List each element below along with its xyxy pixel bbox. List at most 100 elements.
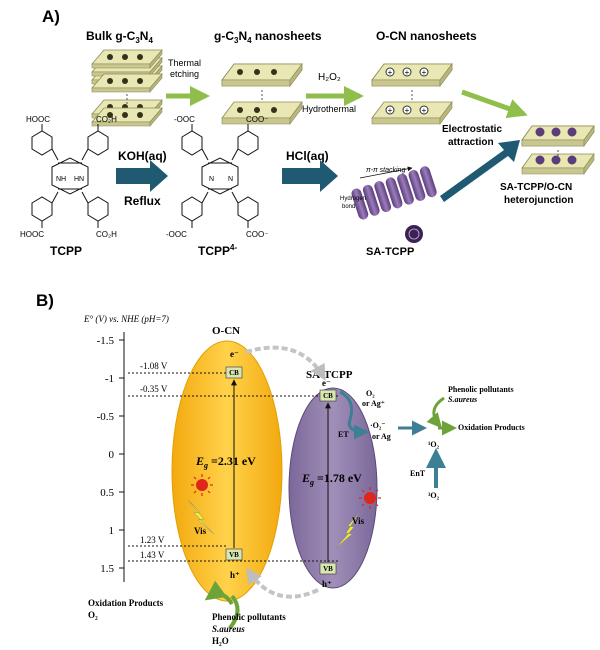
panel-b-label: B) [36, 291, 54, 310]
panel-a-label: A) [42, 7, 60, 26]
tcpp-cooh-top: CO₂H [96, 115, 117, 124]
tcpp4-coo-top: COO⁻ [246, 115, 268, 124]
bulk-gcn-stack [91, 49, 163, 127]
satcpp-vb-box [319, 562, 337, 575]
saureus-right: S.aureus [448, 395, 477, 404]
or-ag: or Ag [372, 432, 391, 441]
hydrothermal-label: Hydrothermal [302, 104, 356, 114]
bond-label: bond [342, 204, 355, 210]
satcpp-vb-label: VB [323, 565, 333, 573]
y-tick-label: 1.5 [100, 563, 114, 575]
ocn-gap: Eg =2.31 eV [195, 454, 256, 470]
hcl-arrow [282, 160, 338, 192]
phenolic-right: Phenolic pollutants [448, 385, 514, 394]
gcn-nanosheets-title: g-C3N4 nanosheets [214, 29, 322, 45]
ocn-electron: e⁻ [230, 349, 239, 359]
reflux-label: Reflux [124, 194, 161, 208]
satcpp-cb-label: CB [323, 392, 333, 400]
electrostatic-arrow [440, 140, 520, 202]
tcpp-molecule [31, 124, 109, 228]
tcpp4-label: TCPP4- [198, 243, 237, 258]
y-tick-label: -1.5 [97, 335, 115, 347]
ent-label: EnT [410, 469, 426, 478]
y-tick-label: -1 [105, 373, 114, 385]
bulk-gcn-title: Bulk g-C3N4 [86, 29, 153, 45]
product-label-1: SA-TCPP/O-CN [500, 182, 572, 193]
satcpp-label-a: SA-TCPP [366, 246, 414, 258]
electrostatic-label: Electrostatic [442, 124, 502, 135]
tcpp4-ooc-top: -OOC [174, 115, 195, 124]
ocn-name: O-CN [212, 325, 240, 337]
ocn-nanosheets-title: O-CN nanosheets [376, 29, 477, 43]
axis-title: E° (V) vs. NHE (pH=7) [83, 314, 169, 324]
ocn-vb-label: VB [229, 551, 239, 559]
y-tick-label: 0.5 [100, 487, 114, 499]
satcpp-hole: h⁺ [322, 579, 332, 589]
ocn-vb-potential: 1.43 V [140, 550, 165, 560]
h2o-potential: 1.23 V [140, 535, 165, 545]
attraction-label: attraction [448, 137, 494, 148]
or-ag-plus: or Ag⁺ [362, 399, 385, 408]
phenolic-right-arrow [426, 396, 445, 429]
h2o-bottom: H₂O [212, 636, 229, 646]
phenolic-bottom: Phenolic pollutants [212, 612, 286, 622]
tcpp-hooc-bottom: HOOC [20, 230, 44, 239]
y-axis-ticks: -1.5-1-0.500.511.5 [97, 335, 124, 575]
et-arrow [339, 390, 369, 440]
satcpp-gap: Eg =1.78 eV [301, 471, 362, 487]
hydrogen-label: Hydrogen [340, 196, 366, 202]
ocn-ellipse [171, 340, 283, 602]
thermal-label: Thermal [168, 58, 201, 68]
hcl-label: HCl(aq) [286, 149, 329, 163]
tcpp-hooc-top: HOOC [26, 115, 50, 124]
hole-transfer-arrow [246, 567, 319, 599]
product-label-2: heterojunction [504, 195, 573, 206]
tcpp4-molecule [181, 124, 259, 228]
singlet-o2: ¹O₂ [428, 440, 440, 449]
ocn-cb-box [225, 366, 243, 379]
bottom-oxidation-arrow [204, 580, 234, 606]
heterojunction-stack [521, 125, 595, 175]
koh-label: KOH(aq) [118, 149, 167, 163]
ocn-cb-label: CB [229, 369, 239, 377]
satcpp-aggregate [351, 166, 437, 243]
y-tick-label: -0.5 [97, 411, 115, 423]
electron-transfer-arrow [245, 345, 326, 381]
et-label: ET [338, 430, 349, 439]
tcpp-label: TCPP [50, 244, 82, 258]
ocn-lightning-icon [187, 499, 215, 535]
etching-label: etching [170, 69, 199, 79]
ocn-cb-potential: -1.08 V [140, 361, 168, 371]
ocn-hole: h⁺ [230, 570, 240, 580]
gcn-nanosheets-stack [221, 63, 303, 125]
ocn-to-hetero-arrow [461, 89, 528, 119]
y-tick-label: 0 [109, 449, 115, 461]
bottom-phenolic-arrow [228, 594, 240, 630]
tcpp-nh: NH [56, 176, 66, 183]
tcpp4-n-right: N [228, 176, 233, 183]
satcpp-lightning-icon [335, 511, 361, 549]
superoxide: ·O₂⁻ [370, 421, 386, 430]
tcpp-hn: HN [74, 176, 84, 183]
satcpp-cb-potential: -0.35 V [140, 384, 168, 394]
saureus-bottom: S.aureus [212, 624, 245, 634]
ocn-sun-icon [191, 474, 213, 496]
ocn-nanosheets-stack: + + + [371, 63, 453, 125]
tcpp4-n-left: N [209, 176, 214, 183]
h2o2-label: H₂O₂ [318, 72, 341, 83]
oxidation-bottom: Oxidation Products [88, 598, 164, 608]
satcpp-sun-icon [359, 487, 381, 509]
satcpp-electron: e⁻ [322, 378, 331, 388]
tcpp-cooh-bottom: CO₂H [96, 230, 117, 239]
o2-top: O₂ [366, 389, 375, 398]
tcpp4-coo-bottom: COO⁻ [246, 230, 268, 239]
tcpp4-ooc-bottom: -OOC [166, 230, 187, 239]
satcpp-vis: Vis [352, 516, 365, 526]
oxidation-right: Oxidation Products [458, 423, 525, 432]
triplet-o2: ³O₂ [428, 491, 440, 500]
ocn-vb-box [225, 548, 243, 561]
ocn-vis: Vis [194, 526, 207, 536]
satcpp-ellipse [288, 387, 378, 589]
satcpp-cb-box [319, 389, 337, 402]
